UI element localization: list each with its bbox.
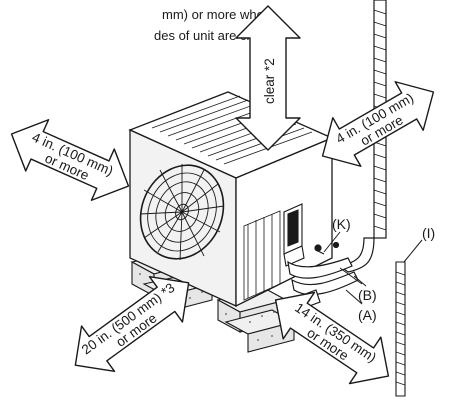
callout-a: (A) xyxy=(358,307,377,323)
side-grille xyxy=(243,210,281,301)
clearance-note-line1: mm) or more when xyxy=(162,7,271,22)
callout-i: (I) xyxy=(422,225,435,241)
service-panel xyxy=(283,203,305,267)
drain-hose xyxy=(395,261,406,397)
clearance-top-label: clear *2 xyxy=(262,58,277,104)
callout-b: (B) xyxy=(358,287,377,303)
callout-leaders xyxy=(323,231,423,305)
callout-k: (K) xyxy=(332,216,351,232)
clearance-arrow-top: clear *2 xyxy=(235,5,301,151)
clearance-note-line2: des of unit are clear xyxy=(154,28,269,43)
clearance-arrow-left: 4 in. (100 mm) or more xyxy=(10,119,130,201)
fan-grille xyxy=(139,164,225,261)
outdoor-unit xyxy=(128,91,334,308)
